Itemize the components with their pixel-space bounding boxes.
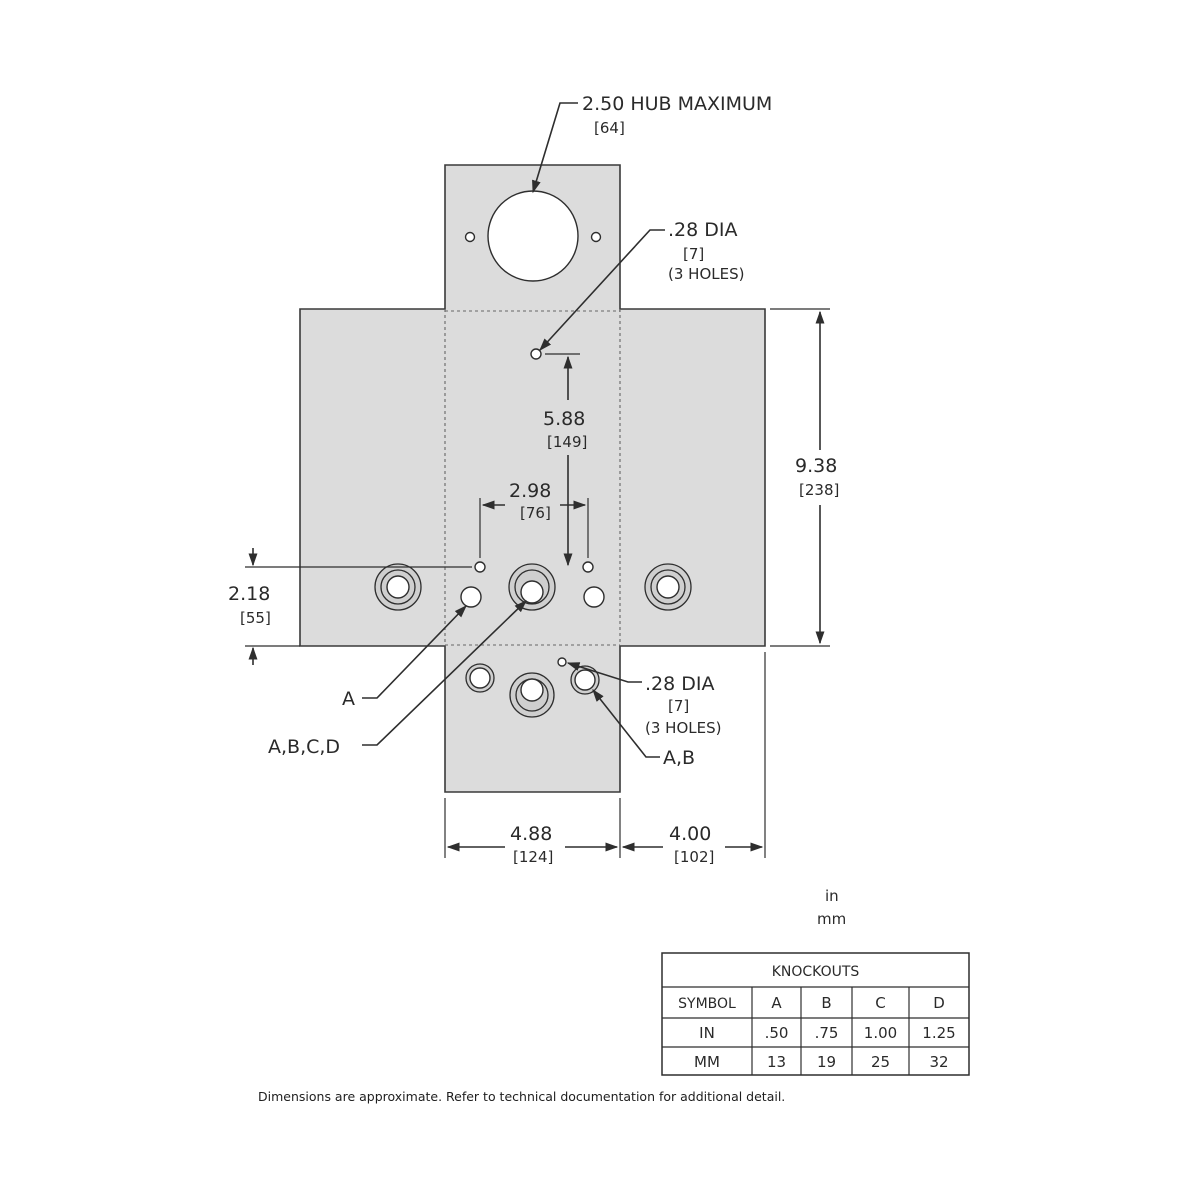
label-218-mm: [55] bbox=[240, 609, 271, 627]
knockout-right-large bbox=[644, 563, 692, 611]
table-cell: IN bbox=[699, 1024, 715, 1042]
label-488: 4.88 bbox=[510, 823, 552, 845]
table-cell: 1.25 bbox=[922, 1024, 955, 1042]
label-ko-a: A bbox=[342, 688, 355, 710]
table-cell: 32 bbox=[929, 1053, 948, 1071]
knockouts-table: KNOCKOUTS SYMBOL A B C D IN .50 .75 1.00… bbox=[661, 952, 970, 1076]
mounting-hole-mid-left bbox=[474, 561, 486, 573]
table-cell: MM bbox=[694, 1053, 720, 1071]
mounting-hole-mid-right bbox=[582, 561, 594, 573]
label-298: 2.98 bbox=[509, 480, 551, 502]
mounting-hole-right bbox=[590, 231, 602, 243]
label-588-mm: [149] bbox=[547, 433, 587, 451]
label-298-mm: [76] bbox=[520, 504, 551, 522]
table-header-cell: A bbox=[771, 994, 782, 1012]
knockout-a-right bbox=[583, 586, 605, 608]
label-hub-max-mm: [64] bbox=[594, 119, 625, 137]
leader-ko-ab bbox=[592, 688, 660, 758]
label-ko-abcd: A,B,C,D bbox=[268, 736, 340, 758]
footnote: Dimensions are approximate. Refer to tec… bbox=[258, 1089, 785, 1104]
knockout-bottom-left bbox=[465, 663, 495, 693]
table-header-cell: D bbox=[933, 994, 945, 1012]
label-218: 2.18 bbox=[228, 583, 270, 605]
knockout-bottom-right-ab bbox=[570, 665, 600, 695]
table-cell: 1.00 bbox=[864, 1024, 897, 1042]
unit-mm: mm bbox=[817, 910, 846, 928]
leader-dia-top bbox=[539, 229, 665, 351]
table-cell: .75 bbox=[815, 1024, 839, 1042]
table-cell: 13 bbox=[767, 1053, 786, 1071]
label-dia-top: .28 DIA bbox=[668, 219, 738, 241]
label-dia-top-mm: [7] bbox=[683, 245, 704, 263]
table-cell: 25 bbox=[871, 1053, 890, 1071]
label-938-mm: [238] bbox=[799, 481, 839, 499]
label-dia-bottom-holes: (3 HOLES) bbox=[645, 719, 721, 737]
knockout-a-left bbox=[460, 586, 482, 608]
label-dia-top-holes: (3 HOLES) bbox=[668, 265, 744, 283]
unit-in: in bbox=[825, 887, 839, 905]
label-ko-ab: A,B bbox=[663, 747, 695, 769]
table-header-cell: C bbox=[875, 994, 885, 1012]
label-488-mm: [124] bbox=[513, 848, 553, 866]
mounting-hole-upper bbox=[530, 348, 542, 360]
table-header-cell: B bbox=[821, 994, 831, 1012]
hub-opening bbox=[487, 190, 579, 282]
leader-hub-max bbox=[532, 102, 578, 194]
mounting-hole-lower bbox=[557, 657, 567, 667]
mounting-hole-left bbox=[464, 231, 476, 243]
leader-ko-abcd bbox=[362, 600, 527, 746]
label-588: 5.88 bbox=[543, 408, 585, 430]
leader-ko-a bbox=[362, 605, 467, 699]
label-400-mm: [102] bbox=[674, 848, 714, 866]
label-400: 4.00 bbox=[669, 823, 711, 845]
table-cell: 19 bbox=[817, 1053, 836, 1071]
label-938: 9.38 bbox=[795, 455, 837, 477]
table-title: KNOCKOUTS bbox=[772, 964, 860, 980]
label-dia-bottom: .28 DIA bbox=[645, 673, 715, 695]
leader-dia-bottom bbox=[566, 662, 642, 683]
label-hub-max: 2.50 HUB MAXIMUM bbox=[582, 93, 772, 115]
knockout-bottom-center bbox=[509, 672, 555, 718]
label-dia-bottom-mm: [7] bbox=[668, 697, 689, 715]
knockout-left-large bbox=[374, 563, 422, 611]
table-header-cell: SYMBOL bbox=[678, 996, 736, 1012]
table-cell: .50 bbox=[765, 1024, 789, 1042]
knockout-center-abcd bbox=[508, 563, 556, 611]
